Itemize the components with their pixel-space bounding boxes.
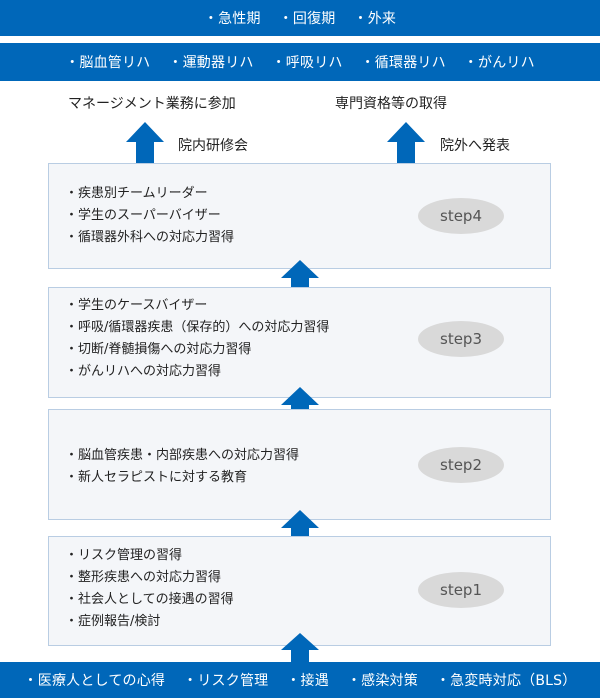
phase-recovery: ・回復期 xyxy=(278,11,336,27)
step2-badge: step2 xyxy=(418,447,504,483)
field-cancer: ・がんリハ xyxy=(463,55,535,71)
list-item: ・整形疾患への対応力習得 xyxy=(65,570,222,585)
field-respiratory: ・呼吸リハ xyxy=(271,55,343,71)
foundation-medical-mindset: ・医療人としての心得 xyxy=(23,673,166,689)
up-arrow-icon xyxy=(281,510,319,546)
up-arrow-icon xyxy=(281,387,319,423)
list-item: ・社会人としての接遇の習得 xyxy=(65,592,234,607)
goal-management: マネージメント業務に参加 xyxy=(68,96,236,112)
list-item: ・疾患別チームリーダー xyxy=(65,186,208,201)
phase-outpatient: ・外来 xyxy=(353,11,397,27)
field-cardiovascular: ・循環器リハ xyxy=(360,55,446,71)
care-phase-banner: ・急性期 ・回復期 ・外来 xyxy=(0,0,600,36)
step2-list: ・脳血管疾患・内部疾患への対応力習得 ・新人セラピストに対する教育 xyxy=(65,445,299,489)
goal-certification: 専門資格等の取得 xyxy=(335,96,447,112)
list-item: ・学生のスーパーバイザー xyxy=(65,208,221,223)
step1-badge: step1 xyxy=(418,572,504,608)
up-arrow-icon xyxy=(281,260,319,296)
list-item: ・新人セラピストに対する教育 xyxy=(65,470,248,485)
step4-box: ・疾患別チームリーダー ・学生のスーパーバイザー ・循環器外科への対応力習得 s… xyxy=(48,163,551,269)
rehab-field-banner: ・脳血管リハ ・運動器リハ ・呼吸リハ ・循環器リハ ・がんリハ xyxy=(0,43,600,81)
note-internal-training: 院内研修会 xyxy=(178,138,248,154)
foundation-banner: ・医療人としての心得 ・リスク管理 ・接遇 ・感染対策 ・急変時対応（BLS） xyxy=(0,662,600,698)
list-item: ・切断/脊髄損傷への対応力習得 xyxy=(65,342,252,357)
foundation-infection-control: ・感染対策 xyxy=(346,673,418,689)
up-arrow-icon xyxy=(387,122,425,166)
foundation-emergency-response: ・急変時対応（BLS） xyxy=(435,673,577,689)
list-item: ・循環器外科への対応力習得 xyxy=(65,230,235,245)
step4-badge: step4 xyxy=(418,198,504,234)
note-external-presentation: 院外へ発表 xyxy=(440,138,510,154)
step3-badge: step3 xyxy=(418,321,504,357)
step1-box: ・リスク管理の習得 ・整形疾患への対応力習得 ・社会人としての接遇の習得 ・症例… xyxy=(48,536,551,646)
list-item: ・呼吸/循環器疾患（保存的）への対応力習得 xyxy=(65,320,330,335)
list-item: ・がんリハへの対応力習得 xyxy=(65,364,222,379)
step3-box: ・学生のケースバイザー ・呼吸/循環器疾患（保存的）への対応力習得 ・切断/脊髄… xyxy=(48,287,551,398)
field-musculoskeletal: ・運動器リハ xyxy=(168,55,254,71)
up-arrow-icon xyxy=(126,122,164,166)
foundation-risk-management: ・リスク管理 xyxy=(183,673,269,689)
field-cerebrovascular: ・脳血管リハ xyxy=(65,55,151,71)
step2-box: ・脳血管疾患・内部疾患への対応力習得 ・新人セラピストに対する教育 step2 xyxy=(48,409,551,520)
list-item: ・症例報告/検討 xyxy=(65,614,161,629)
list-item: ・リスク管理の習得 xyxy=(65,548,183,563)
foundation-hospitality: ・接遇 xyxy=(286,673,329,689)
step1-list: ・リスク管理の習得 ・整形疾患への対応力習得 ・社会人としての接遇の習得 ・症例… xyxy=(65,545,234,633)
list-item: ・学生のケースバイザー xyxy=(65,298,208,313)
step3-list: ・学生のケースバイザー ・呼吸/循環器疾患（保存的）への対応力習得 ・切断/脊髄… xyxy=(65,295,329,383)
phase-acute: ・急性期 xyxy=(203,11,261,27)
step4-list: ・疾患別チームリーダー ・学生のスーパーバイザー ・循環器外科への対応力習得 xyxy=(65,183,234,249)
up-arrow-icon xyxy=(281,633,319,665)
list-item: ・脳血管疾患・内部疾患への対応力習得 xyxy=(65,448,300,463)
